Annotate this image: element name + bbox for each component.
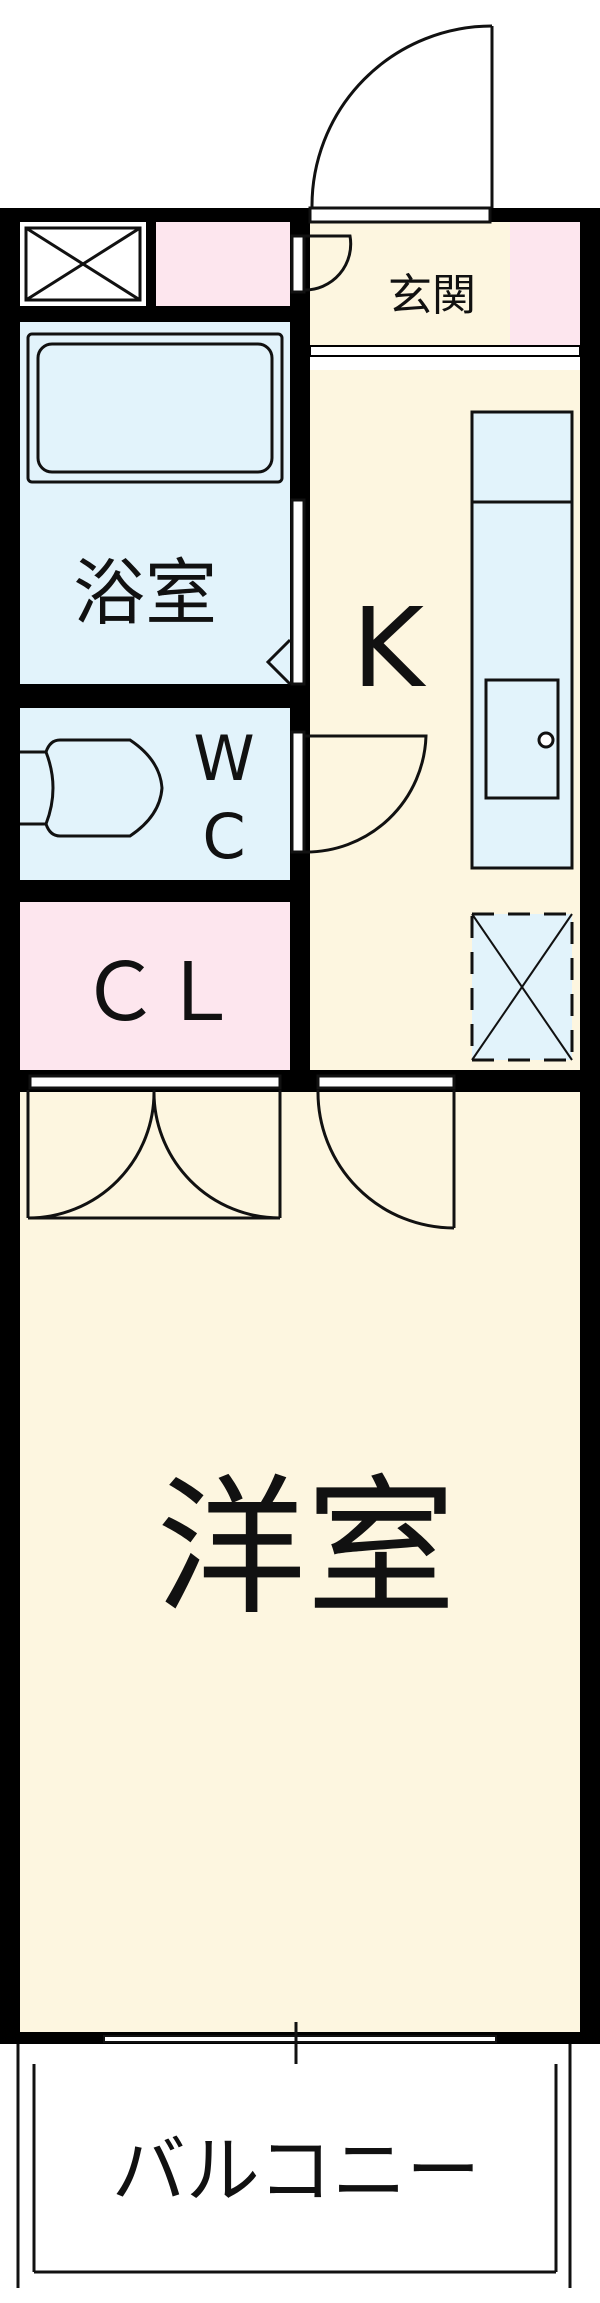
bath-door: [265, 498, 306, 686]
wc-floor: [20, 708, 290, 880]
refrigerator-space: [470, 912, 574, 1062]
balcony-window: [103, 2022, 497, 2064]
genkan-label: 玄関: [388, 270, 476, 321]
closet-floor: [20, 902, 290, 1070]
kitchen-label: K: [352, 584, 427, 712]
genkan-storage-left: [156, 222, 292, 306]
closet-label: ＣＬ: [80, 946, 240, 1039]
balcony: [16, 2044, 572, 2288]
wc-label-w: W: [193, 722, 254, 795]
genkan-storage-right: [510, 222, 580, 346]
bathtub-icon: [26, 332, 284, 484]
western-room-doors: [26, 1074, 456, 1230]
genkan-closet-door: [290, 234, 353, 294]
western-room-label: 洋室: [156, 1462, 456, 1636]
balcony-label: バルコニー: [112, 2128, 481, 2214]
shaft-x-icon: [24, 226, 142, 302]
wc-door: [290, 730, 428, 854]
toilet-icon: [20, 738, 164, 838]
entrance-door: [308, 24, 494, 224]
bath-floor: [20, 322, 290, 684]
kitchen-counter: [470, 410, 574, 870]
wc-label-c: C: [202, 800, 245, 873]
western-room-floor: [20, 1092, 580, 2032]
genkan-floor: [302, 222, 510, 346]
bath-label: 浴室: [73, 551, 217, 635]
